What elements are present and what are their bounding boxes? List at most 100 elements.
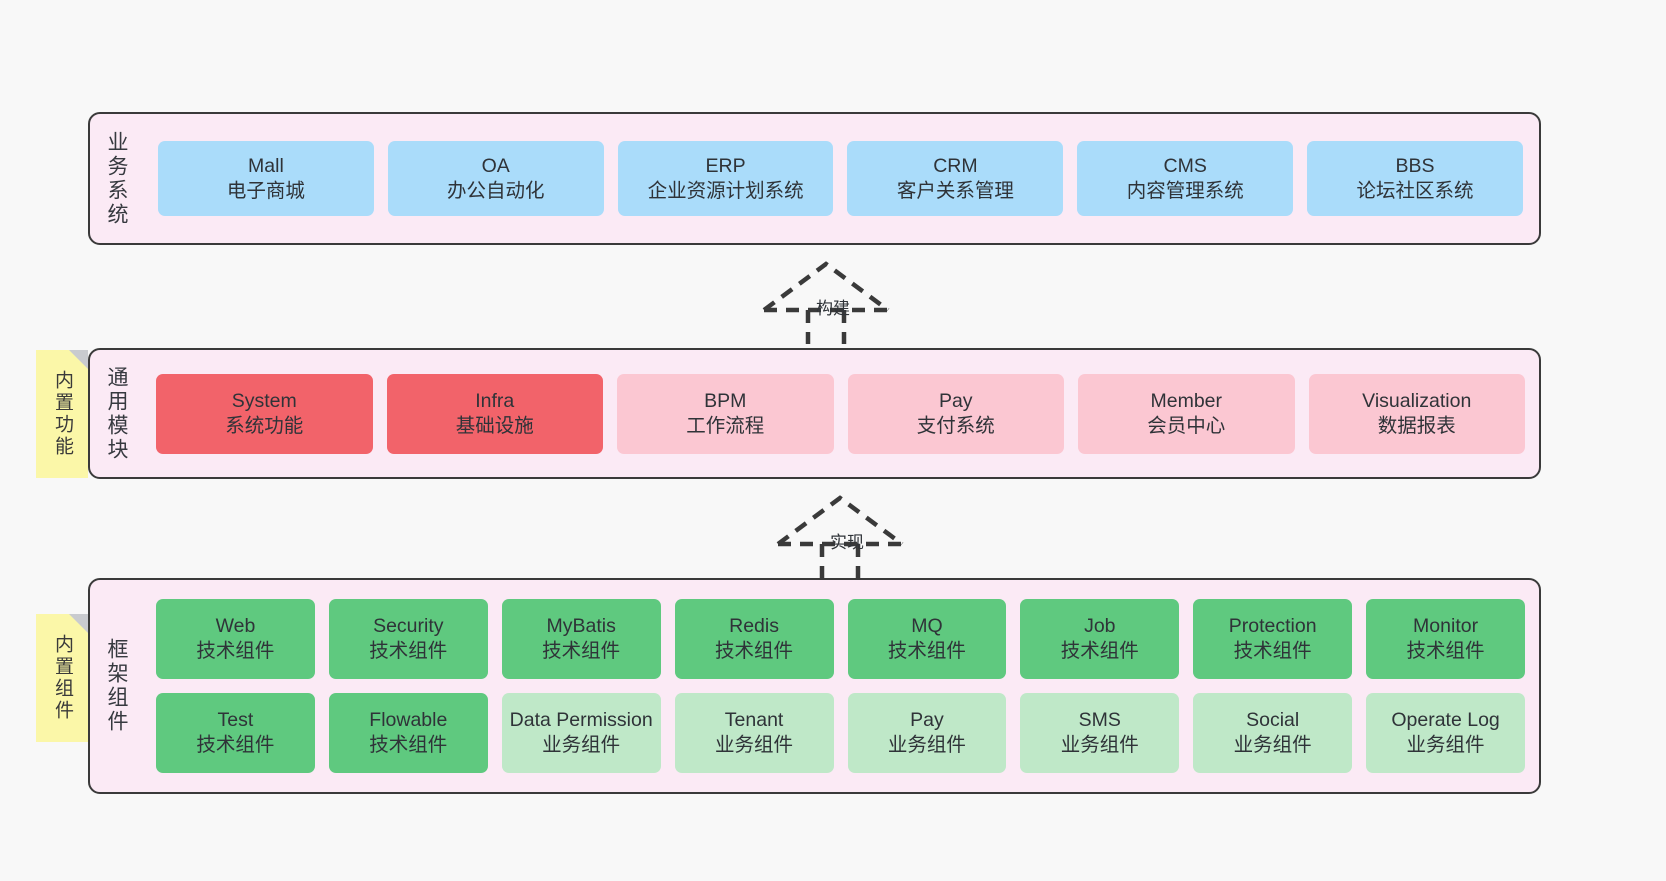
- framework-cell-job[interactable]: Job 技术组件: [1020, 599, 1180, 679]
- cell-subtitle: 技术组件: [1233, 640, 1312, 662]
- business-cell-erp[interactable]: ERP 企业资源计划系统: [617, 141, 834, 216]
- business-cell-cms[interactable]: CMS 内容管理系统: [1077, 141, 1294, 216]
- layer-caption-modules: 通用模块: [105, 365, 129, 462]
- framework-cell-mybatis[interactable]: MyBatis 技术组件: [501, 599, 661, 679]
- framework-cell-pay[interactable]: Pay 业务组件: [847, 693, 1007, 773]
- note-builtin-components: 内置组件: [36, 614, 88, 742]
- framework-cell-protection[interactable]: Protection 技术组件: [1193, 599, 1353, 679]
- cell-title: Member: [1150, 389, 1223, 412]
- framework-cell-test[interactable]: Test 技术组件: [156, 693, 315, 773]
- cell-subtitle: 会员中心: [1147, 414, 1226, 437]
- cell-title: BBS: [1395, 154, 1435, 177]
- cell-title: Flowable: [369, 709, 448, 732]
- cell-title: SMS: [1078, 709, 1121, 732]
- layer-modules-cells: System 系统功能 Infra 基础设施 BPM 工作流程 Pay 支付系统…: [142, 350, 1539, 477]
- layer-caption-business: 业务系统: [105, 130, 129, 227]
- cell-title: Mall: [248, 154, 284, 177]
- cell-title: Job: [1084, 615, 1116, 638]
- business-cell-mall[interactable]: Mall 电子商城: [158, 141, 374, 216]
- module-cell-member[interactable]: Member 会员中心: [1078, 373, 1295, 454]
- cell-subtitle: 基础设施: [455, 414, 534, 437]
- cell-subtitle: 电子商城: [226, 179, 305, 202]
- cell-subtitle: 业务组件: [542, 734, 621, 756]
- framework-cell-monitor[interactable]: Monitor 技术组件: [1366, 599, 1525, 679]
- business-cell-oa[interactable]: OA 办公自动化: [387, 141, 604, 216]
- note-fold-icon: [69, 350, 88, 369]
- cell-title: Redis: [729, 615, 779, 638]
- cell-subtitle: 内容管理系统: [1126, 179, 1244, 202]
- cell-subtitle: 企业资源计划系统: [647, 179, 804, 202]
- cell-title: MyBatis: [546, 615, 616, 638]
- layer-framework-cells: Web 技术组件 Security 技术组件 MyBatis 技术组件 Redi…: [142, 580, 1539, 792]
- cell-row: Test 技术组件 Flowable 技术组件 Data Permission …: [156, 693, 1525, 773]
- cell-subtitle: 数据报表: [1377, 414, 1456, 437]
- module-cell-bpm[interactable]: BPM 工作流程: [617, 373, 834, 454]
- module-cell-pay[interactable]: Pay 支付系统: [847, 373, 1064, 454]
- framework-cell-tenant[interactable]: Tenant 业务组件: [674, 693, 834, 773]
- business-cell-crm[interactable]: CRM 客户关系管理: [847, 141, 1064, 216]
- cell-title: OA: [481, 154, 510, 177]
- cell-subtitle: 技术组件: [196, 640, 275, 662]
- cell-title: Security: [373, 615, 444, 638]
- cell-subtitle: 技术组件: [1406, 640, 1485, 662]
- cell-subtitle: 论坛社区系统: [1356, 179, 1474, 202]
- cell-subtitle: 支付系统: [916, 414, 995, 437]
- layer-caption-framework: 框架组件: [105, 638, 129, 734]
- layer-business-systems: 业务系统 Mall 电子商城 OA 办公自动化 ERP 企业资源计划系统 CRM…: [88, 112, 1541, 245]
- cell-subtitle: 工作流程: [686, 414, 765, 437]
- framework-cell-mq[interactable]: MQ 技术组件: [847, 599, 1007, 679]
- cell-subtitle: 系统功能: [225, 414, 304, 437]
- cell-title: System: [231, 389, 297, 412]
- framework-cell-sms[interactable]: SMS 业务组件: [1020, 693, 1180, 773]
- note-builtin-features: 内置功能: [36, 350, 88, 478]
- framework-cell-social[interactable]: Social 业务组件: [1193, 693, 1353, 773]
- cell-title: Pay: [938, 389, 973, 412]
- framework-cell-web[interactable]: Web 技术组件: [156, 599, 315, 679]
- cell-title: Operate Log: [1391, 709, 1500, 732]
- cell-subtitle: 技术组件: [887, 640, 966, 662]
- cell-title: Tenant: [724, 709, 784, 732]
- cell-subtitle: 业务组件: [1060, 734, 1139, 756]
- layer-common-modules: 通用模块 System 系统功能 Infra 基础设施 BPM 工作流程 Pay…: [88, 348, 1541, 479]
- connector-implement-label: 实现: [830, 533, 864, 552]
- framework-cell-security[interactable]: Security 技术组件: [328, 599, 488, 679]
- module-cell-system[interactable]: System 系统功能: [156, 373, 373, 454]
- cell-title: Data Permission: [509, 709, 653, 732]
- cell-row: Web 技术组件 Security 技术组件 MyBatis 技术组件 Redi…: [156, 599, 1525, 679]
- cell-subtitle: 技术组件: [369, 734, 448, 756]
- module-cell-infra[interactable]: Infra 基础设施: [386, 373, 603, 454]
- framework-cell-data-permission[interactable]: Data Permission 业务组件: [501, 693, 661, 773]
- note-fold-icon: [69, 614, 88, 633]
- cell-title: Test: [217, 709, 254, 732]
- cell-title: Protection: [1228, 615, 1317, 638]
- cell-title: Monitor: [1413, 615, 1479, 638]
- cell-subtitle: 办公自动化: [446, 179, 545, 202]
- cell-subtitle: 业务组件: [715, 734, 794, 756]
- cell-title: CMS: [1163, 154, 1207, 177]
- cell-title: Visualization: [1362, 389, 1472, 412]
- cell-title: Social: [1246, 709, 1300, 732]
- layer-framework-components: 框架组件 Web 技术组件 Security 技术组件 MyBatis 技术组件…: [88, 578, 1541, 794]
- framework-cell-redis[interactable]: Redis 技术组件: [674, 599, 834, 679]
- note-label: 内置组件: [51, 634, 73, 722]
- cell-subtitle: 技术组件: [542, 640, 621, 662]
- layer-business-cells: Mall 电子商城 OA 办公自动化 ERP 企业资源计划系统 CRM 客户关系…: [142, 114, 1539, 243]
- cell-title: Infra: [475, 389, 515, 412]
- cell-subtitle: 业务组件: [1233, 734, 1312, 756]
- cell-title: Web: [215, 615, 256, 638]
- cell-subtitle: 客户关系管理: [896, 179, 1014, 202]
- note-label: 内置功能: [51, 370, 73, 458]
- connector-build: 构建: [746, 258, 926, 344]
- framework-cell-operate-log[interactable]: Operate Log 业务组件: [1366, 693, 1525, 773]
- cell-subtitle: 技术组件: [715, 640, 794, 662]
- cell-subtitle: 技术组件: [1060, 640, 1139, 662]
- cell-subtitle: 技术组件: [369, 640, 448, 662]
- connector-build-label: 构建: [816, 299, 850, 318]
- cell-subtitle: 业务组件: [887, 734, 966, 756]
- cell-subtitle: 业务组件: [1406, 734, 1485, 756]
- framework-cell-flowable[interactable]: Flowable 技术组件: [328, 693, 488, 773]
- business-cell-bbs[interactable]: BBS 论坛社区系统: [1307, 141, 1523, 216]
- cell-title: Pay: [910, 709, 944, 732]
- module-cell-visualization[interactable]: Visualization 数据报表: [1308, 373, 1525, 454]
